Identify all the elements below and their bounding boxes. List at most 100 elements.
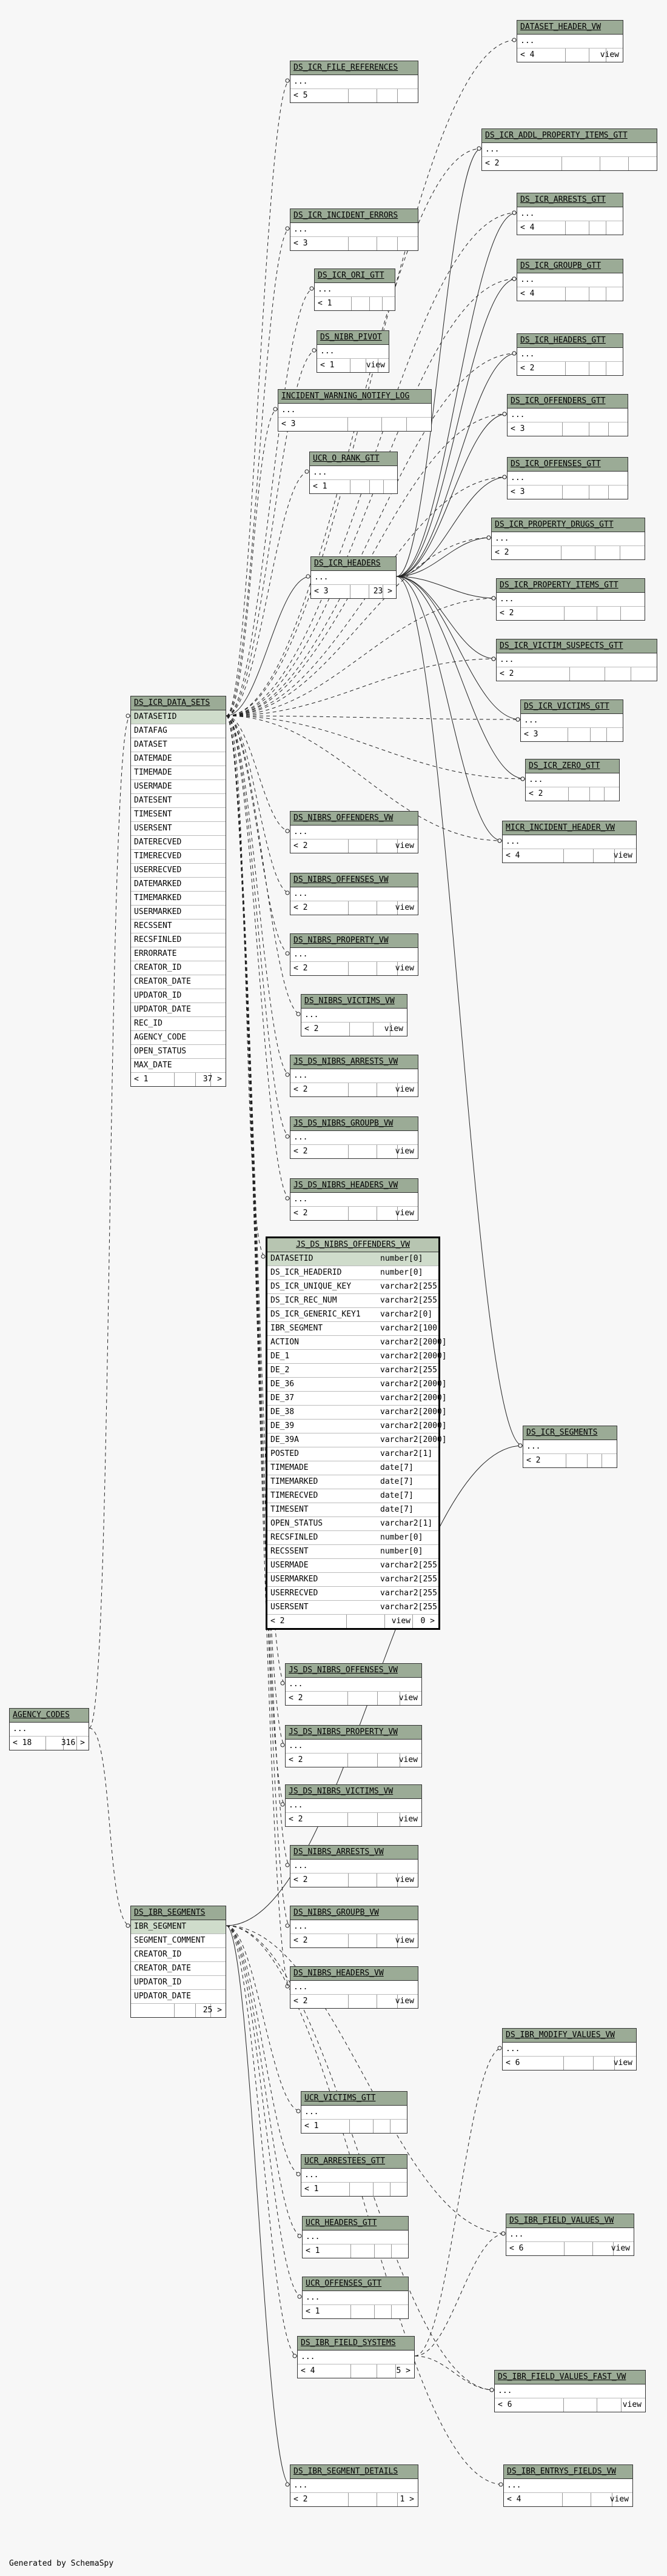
parent-count[interactable]: < 6 xyxy=(498,2400,512,2409)
parent-count[interactable]: < 3 xyxy=(314,587,329,596)
table-ds-icr-arrests-gtt[interactable]: DS_ICR_ARRESTS_GTT...< 4 xyxy=(517,193,623,235)
table-title[interactable]: INCIDENT_WARNING_NOTIFY_LOG xyxy=(278,390,431,404)
child-count[interactable]: 23 > xyxy=(373,587,392,596)
table-title[interactable]: UCR_HEADERS_GTT xyxy=(303,2217,408,2231)
parent-count[interactable]: < 5 xyxy=(293,91,308,100)
parent-count[interactable]: < 1 xyxy=(318,299,332,308)
parent-count[interactable]: < 1 xyxy=(306,2307,320,2316)
table-title[interactable]: UCR_OFFENSES_GTT xyxy=(303,2277,408,2291)
table-title[interactable]: JS_DS_NIBRS_OFFENDERS_VW xyxy=(267,1238,438,1252)
table-title[interactable]: JS_DS_NIBRS_VICTIMS_VW xyxy=(286,1785,421,1799)
table-title[interactable]: JS_DS_NIBRS_ARRESTS_VW xyxy=(290,1055,418,1069)
table-title[interactable]: DS_ICR_VICTIMS_GTT xyxy=(521,700,623,714)
table-ds-icr-victim-suspects-gtt[interactable]: DS_ICR_VICTIM_SUSPECTS_GTT...< 2 xyxy=(496,639,657,681)
table-title[interactable]: DS_ICR_HEADERS xyxy=(311,557,396,571)
parent-count[interactable]: < 3 xyxy=(511,487,525,496)
parent-count[interactable]: < 4 xyxy=(507,2495,521,2504)
table-ucr-arrestees-gtt[interactable]: UCR_ARRESTEES_GTT...< 1 xyxy=(301,2154,407,2197)
parent-count[interactable]: < 2 xyxy=(293,1209,308,1218)
parent-count[interactable]: < 2 xyxy=(485,159,500,168)
table-title[interactable]: DS_ICR_PROPERTY_ITEMS_GTT xyxy=(497,579,645,593)
table-title[interactable]: DS_ICR_ORI_GTT xyxy=(315,269,395,283)
child-count[interactable]: 37 > xyxy=(203,1075,222,1084)
parent-count[interactable]: < 2 xyxy=(293,841,308,850)
parent-count[interactable]: < 2 xyxy=(270,1617,285,1626)
table-title[interactable]: DS_ICR_PROPERTY_DRUGS_GTT xyxy=(492,518,645,532)
parent-count[interactable]: < 2 xyxy=(500,669,514,678)
parent-count[interactable]: < 2 xyxy=(304,1024,319,1033)
table-title[interactable]: DS_ICR_OFFENDERS_GTT xyxy=(508,395,628,409)
parent-count[interactable]: < 3 xyxy=(511,424,525,433)
parent-count[interactable]: < 4 xyxy=(520,223,535,232)
table-title[interactable]: DS_ICR_DATA_SETS xyxy=(131,696,226,710)
table-title[interactable]: DS_NIBRS_HEADERS_VW xyxy=(290,1967,418,1981)
table-title[interactable]: DS_ICR_OFFENSES_GTT xyxy=(508,458,628,472)
child-count[interactable]: 25 > xyxy=(203,2006,222,2015)
table-title[interactable]: JS_DS_NIBRS_OFFENSES_VW xyxy=(286,1664,421,1678)
child-count[interactable]: 5 > xyxy=(396,2366,411,2375)
table-title[interactable]: JS_DS_NIBRS_GROUPB_VW xyxy=(290,1117,418,1131)
table-title[interactable]: DS_NIBRS_OFFENSES_VW xyxy=(290,873,418,887)
parent-count[interactable]: < 18 xyxy=(13,1738,32,1747)
child-count[interactable]: 1 > xyxy=(400,2495,414,2504)
table-title[interactable]: DS_NIBRS_OFFENDERS_VW xyxy=(290,812,418,826)
table-title[interactable]: DS_IBR_SEGMENT_DETAILS xyxy=(290,2465,418,2479)
table-title[interactable]: DATASET_HEADER_VW xyxy=(517,21,623,35)
parent-count[interactable]: < 2 xyxy=(289,1755,303,1764)
table-title[interactable]: DS_NIBRS_PROPERTY_VW xyxy=(290,934,418,948)
table-title[interactable]: MICR_INCIDENT_HEADER_VW xyxy=(503,821,636,835)
table-title[interactable]: DS_IBR_FIELD_VALUES_FAST_VW xyxy=(495,2371,645,2384)
table-title[interactable]: DS_IBR_FIELD_VALUES_VW xyxy=(506,2214,634,2228)
table-title[interactable]: DS_NIBRS_VICTIMS_VW xyxy=(301,995,407,1009)
table-ds-icr-offenses-gtt[interactable]: DS_ICR_OFFENSES_GTT...< 3 xyxy=(507,457,628,499)
parent-count[interactable]: < 6 xyxy=(506,2058,520,2067)
parent-count[interactable]: < 1 xyxy=(134,1075,149,1084)
table-title[interactable]: DS_ICR_INCIDENT_ERRORS xyxy=(290,209,418,223)
table-title[interactable]: DS_ICR_VICTIM_SUSPECTS_GTT xyxy=(497,639,657,653)
parent-count[interactable]: < 1 xyxy=(306,2246,320,2255)
table-ds-icr-ori-gtt[interactable]: DS_ICR_ORI_GTT...< 1 xyxy=(314,269,395,311)
table-title[interactable]: DS_NIBRS_ARRESTS_VW xyxy=(290,1846,418,1860)
table-title[interactable]: UCR_ARRESTEES_GTT xyxy=(301,2155,407,2169)
parent-count[interactable]: < 2 xyxy=(293,903,308,912)
table-title[interactable]: DS_IBR_SEGMENTS xyxy=(131,1906,226,1920)
table-ds-icr-file-references[interactable]: DS_ICR_FILE_REFERENCES...< 5 xyxy=(290,61,418,103)
table-ucr-victims-gtt[interactable]: UCR_VICTIMS_GTT...< 1 xyxy=(301,2091,407,2134)
parent-count[interactable]: < 3 xyxy=(293,239,308,248)
table-title[interactable]: UCR_O_RANK_GTT xyxy=(310,452,397,466)
parent-count[interactable]: < 3 xyxy=(281,419,296,429)
table-title[interactable]: DS_NIBRS_GROUPB_VW xyxy=(290,1906,418,1920)
table-title[interactable]: DS_NIBR_PIVOT xyxy=(317,331,389,345)
parent-count[interactable]: < 2 xyxy=(293,1085,308,1094)
table-title[interactable]: DS_ICR_GROUPB_GTT xyxy=(517,259,623,273)
table-ucr-headers-gtt[interactable]: UCR_HEADERS_GTT...< 1 xyxy=(302,2216,409,2258)
parent-count[interactable]: < 4 xyxy=(301,2366,315,2375)
table-title[interactable]: DS_ICR_FILE_REFERENCES xyxy=(290,61,418,75)
table-ds-icr-offenders-gtt[interactable]: DS_ICR_OFFENDERS_GTT...< 3 xyxy=(507,394,628,436)
table-ds-icr-segments[interactable]: DS_ICR_SEGMENTS...< 2 xyxy=(523,1426,617,1468)
parent-count[interactable]: < 2 xyxy=(520,364,535,373)
parent-count[interactable]: < 2 xyxy=(526,1456,541,1465)
table-ds-icr-addl-property-items-gtt[interactable]: DS_ICR_ADDL_PROPERTY_ITEMS_GTT...< 2 xyxy=(481,128,657,171)
